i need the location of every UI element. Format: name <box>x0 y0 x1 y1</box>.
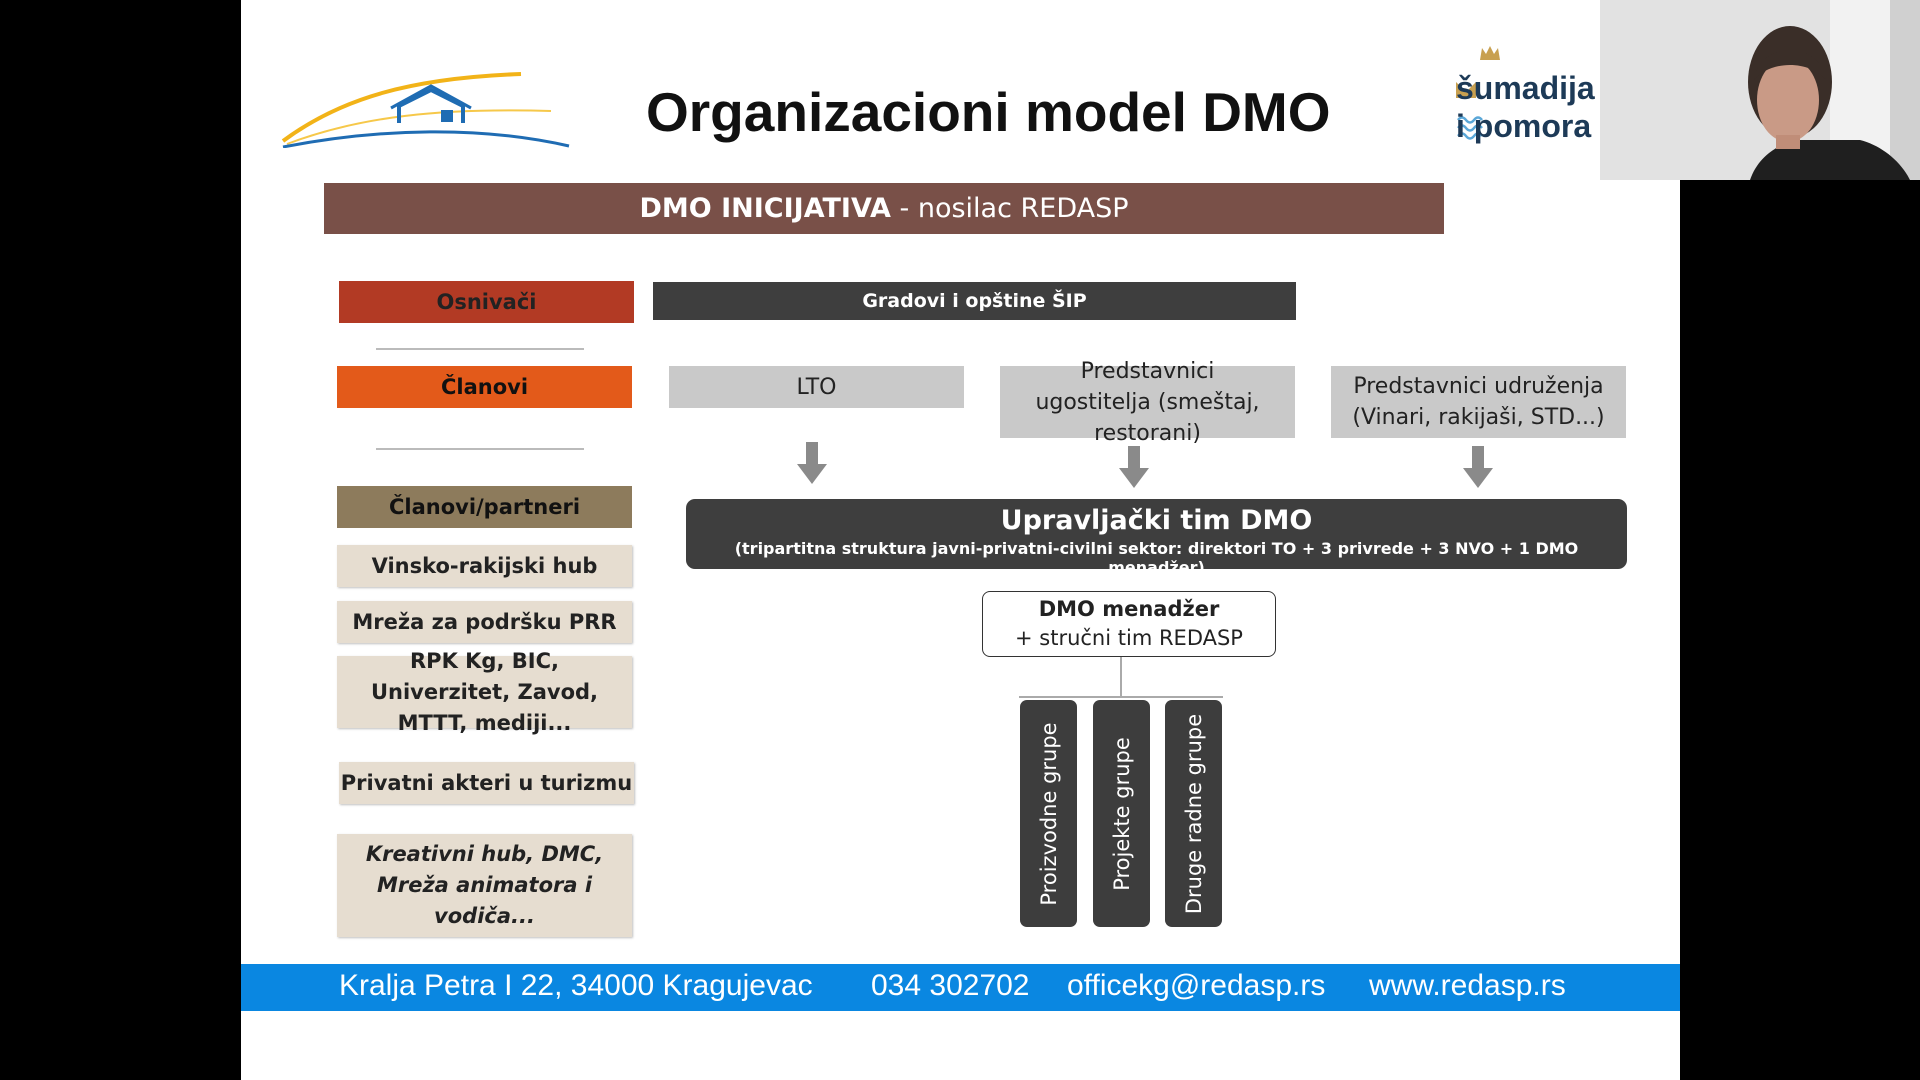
redasp-logo-icon <box>281 72 570 148</box>
clanovi-box: Članovi <box>337 366 632 408</box>
member-udruzenja: Predstavnici udruženja (Vinari, rakijaši… <box>1331 366 1626 438</box>
footer-email: officekg@redasp.rs <box>1067 969 1326 1002</box>
down-arrow-icon <box>1119 446 1149 488</box>
presenter-video-icon <box>1600 0 1920 180</box>
slide-title: Organizacioni model DMO <box>646 81 1331 143</box>
team-subtitle: (tripartitna struktura javni-privatni-ci… <box>734 539 1579 577</box>
member-ugostitelji: Predstavnici ugostitelja (smeštaj, resto… <box>1000 359 1295 446</box>
footer-web: www.redasp.rs <box>1369 969 1566 1002</box>
team-title: Upravljački tim DMO <box>1000 505 1313 536</box>
banner-rest: - nosilac REDASP <box>890 193 1129 224</box>
partner-item: RPK Kg, BIC, Univerzitet, Zavod, MTTT, m… <box>337 649 632 735</box>
brand-crown-icon <box>1456 46 1500 140</box>
manager-rest: + stručni tim REDASP <box>1015 626 1243 650</box>
partner-item: Kreativni hub, DMC, Mreža animatora i vo… <box>337 834 632 937</box>
down-arrow-icon <box>1463 446 1493 488</box>
group-label: Druge radne grupe <box>1181 713 1206 914</box>
group-label: Projekte grupe <box>1109 736 1134 891</box>
connector-line <box>1120 657 1122 697</box>
contact-footer: Kralja Petra I 22, 34000 Kragujevac 034 … <box>241 964 1680 1011</box>
osnivaci-box: Osnivači <box>339 281 634 323</box>
down-arrow-icon <box>797 442 827 484</box>
brand-line-1: šumadija <box>1456 70 1595 106</box>
group-proizvodne: Proizvodne grupe <box>1020 700 1077 927</box>
dmo-manager-box: DMO menadžer + stručni tim REDASP <box>982 591 1276 657</box>
group-projekte: Projekte grupe <box>1093 700 1150 927</box>
partner-item: Vinsko-rakijski hub <box>337 545 632 587</box>
partner-item: Mreža za podršku PRR <box>337 601 632 643</box>
manager-bold: DMO menadžer <box>1038 597 1220 621</box>
separator <box>376 448 584 450</box>
upravljacki-tim-box: Upravljački tim DMO (tripartitna struktu… <box>686 499 1627 577</box>
group-druge: Druge radne grupe <box>1165 700 1222 927</box>
footer-phone: 034 302702 <box>871 969 1030 1002</box>
member-lto: LTO <box>669 366 964 408</box>
separator <box>376 348 584 350</box>
dmo-banner: DMO INICIJATIVA - nosilac REDASP <box>324 183 1444 234</box>
brand-line-2: i pomora <box>1456 108 1592 144</box>
footer-address: Kralja Petra I 22, 34000 Kragujevac <box>339 969 813 1002</box>
banner-bold: DMO INICIJATIVA <box>639 193 891 224</box>
group-label: Proizvodne grupe <box>1036 721 1061 906</box>
partneri-box: Članovi/partneri <box>337 486 632 528</box>
webcam-video[interactable] <box>1600 0 1920 180</box>
gradovi-bar: Gradovi i opštine ŠIP <box>653 282 1296 320</box>
partner-item: Privatni akteri u turizmu <box>339 762 634 804</box>
connector-line <box>1019 696 1223 698</box>
presentation-slide: Organizacioni model DMO šumadija i pomor… <box>241 0 1680 1080</box>
